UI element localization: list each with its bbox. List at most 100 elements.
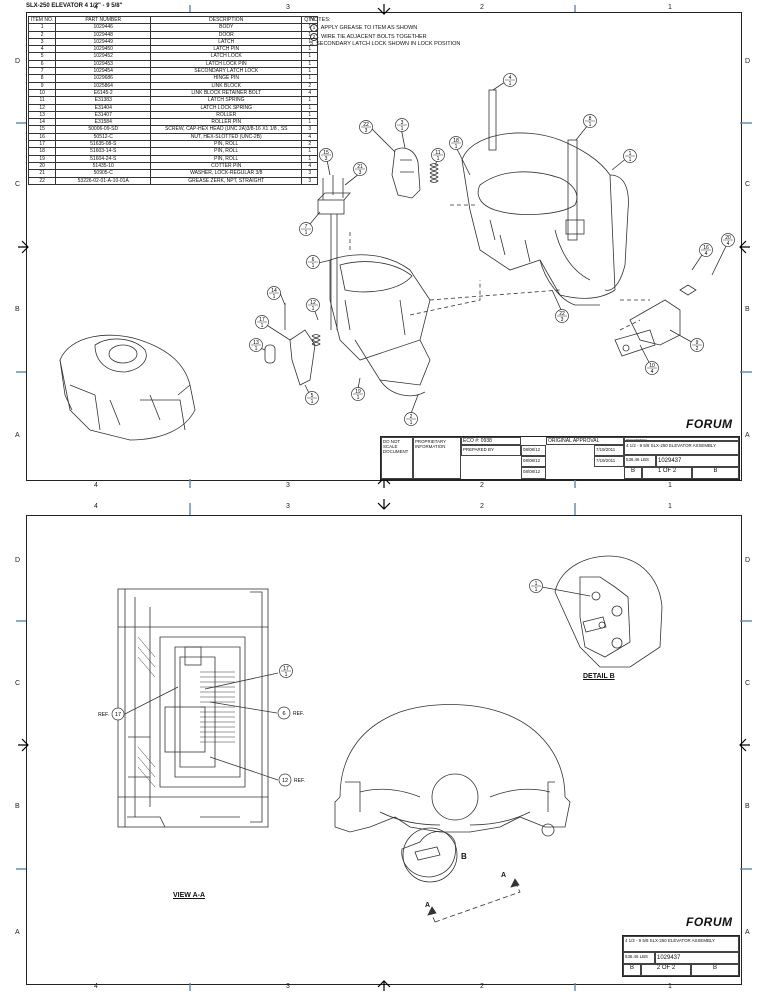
forum-logo: FORUM [686,915,733,929]
bom-qty: 1 [301,74,319,83]
bom-part-number: 50006-09-SD [55,125,152,134]
note-marker: 2 [310,32,318,41]
sheet-size: B [624,467,642,479]
zone-bottom-1: 1 [668,482,672,489]
bom-description: DOOR [150,30,303,39]
bom-description: BODY [150,23,303,32]
drawing-description: 4 1/2 - 9 5/8 SLX-250 ELEVATOR ASSEMBLY [624,441,739,455]
bom-item-no: 15 [27,125,57,134]
zone-left-d: D [15,557,21,564]
bom-qty: 2 [301,140,319,149]
bom-description: GREASE ZERK, NPT, STRAIGHT [150,176,303,185]
bom-qty: 1 [301,59,319,69]
bom-item-no: 19 [27,154,57,163]
bom-qty: 3 [301,169,319,178]
note-3: 3. SECONDARY LATCH LOCK SHOWN IN LOCK PO… [310,41,461,48]
bom-qty: 1 [301,37,319,47]
bom-part-number: 1029452 [55,52,152,61]
drawing-title: SLX-250 ELEVATOR 4 1/2" - 9 5/8" [26,3,123,9]
bom-part-number: 1029450 [55,45,152,54]
drawing-number: 1029437 [656,455,739,467]
bom-part-number: 50512-C [55,132,152,142]
bom-part-number: E31584 [55,118,152,127]
zone-left-a: A [15,432,20,439]
zone-top-3: 3 [286,503,290,510]
bom-qty: 1 [301,96,319,105]
bom-qty: 3 [301,125,319,134]
sheet-2-border [26,515,742,985]
zone-right-b: B [745,306,750,313]
bom-part-number: 1029454 [55,67,152,76]
revision: B [691,964,739,976]
bom-header-description: DESCRIPTION [150,15,303,25]
sheet-2: 4 3 2 1 4 3 2 1 D C B A D C B A [0,497,768,994]
bom-description: LATCH LOCK [150,52,303,61]
bom-part-number: E31383 [55,96,152,105]
bom-description: PIN, ROLL [150,147,303,156]
bom-part-number: 1029686 [55,74,152,83]
zone-left-c: C [15,680,21,687]
zone-left-a: A [15,929,20,936]
detail-b-label: DETAIL B [583,673,615,680]
bom-part-number: 1025864 [55,81,152,90]
weight: 536.46 LBS [624,455,656,467]
bom-qty: 1 [301,52,319,61]
bom-item-no: 3 [27,37,57,47]
bom-item-no: 9 [27,81,57,90]
bom-description: ROLLER PIN [150,118,303,127]
date-5: 7/19/2011 [594,445,624,456]
bom-description: LATCH SPRING [150,96,303,105]
bom-item-no: 8 [27,74,57,83]
zone-right-d: D [745,557,751,564]
zone-bottom-1: 1 [668,983,672,990]
bom-part-number: 51604-24-S [55,154,152,163]
bom-qty: 1 [301,110,319,120]
bom-item-no: 4 [27,45,57,54]
bom-item-no: 12 [27,103,57,112]
zone-bottom-2: 2 [480,983,484,990]
section-marker-a-right: A [501,872,507,879]
bom-item-no: 7 [27,67,57,76]
note-1: 1. APPLY GREASE TO ITEM AS SHOWN [310,24,460,33]
bom-item-no: 13 [27,110,57,120]
zone-top-1: 1 [668,4,672,11]
do-not-scale-note: DO NOT SCALE DOCUMENT [381,437,413,479]
bom-item-no: 6 [27,59,57,69]
bom-item-no: 5 [27,52,57,61]
bom-part-number: 51435-10 [55,161,152,171]
bom-description: PIN, ROLL [150,140,303,149]
bom-description: LINK BLOCK RETAINER BOLT [150,88,303,98]
bom-item-no: 22 [27,176,57,185]
zone-right-a: A [745,929,750,936]
title-block-sheet-2: 4 1/2 - 9 5/8 SLX-250 ELEVATOR ASSEMBLY … [622,935,740,977]
section-marker-a-left: A [425,902,431,909]
bom-description: SCREW, CAP-HEX HEAD (UNC 2A)3/8-16 X1 1/… [150,125,303,134]
bom-qty: 2 [301,81,319,90]
date-3: 08/08/12 [521,467,546,479]
original-approval: ORIGINAL APPROVAL [546,437,624,445]
zone-left-b: B [15,803,20,810]
view-a-a-label: VIEW A-A [173,892,206,899]
bom-header-part: PART NUMBER [55,15,152,25]
bom-qty: 4 [301,161,319,171]
title-block-sheet-1: DO NOT SCALE DOCUMENT PROPRIETARY INFORM… [380,436,740,480]
bom-description: SECONDARY LATCH LOCK [150,67,303,76]
revision: B [692,467,739,479]
zone-top-4: 4 [94,4,98,11]
bom-qty: 1 [301,103,319,112]
bom-qty: 1 [301,154,319,163]
bom-item-no: 16 [27,132,57,142]
sheet-size: B [623,964,641,976]
